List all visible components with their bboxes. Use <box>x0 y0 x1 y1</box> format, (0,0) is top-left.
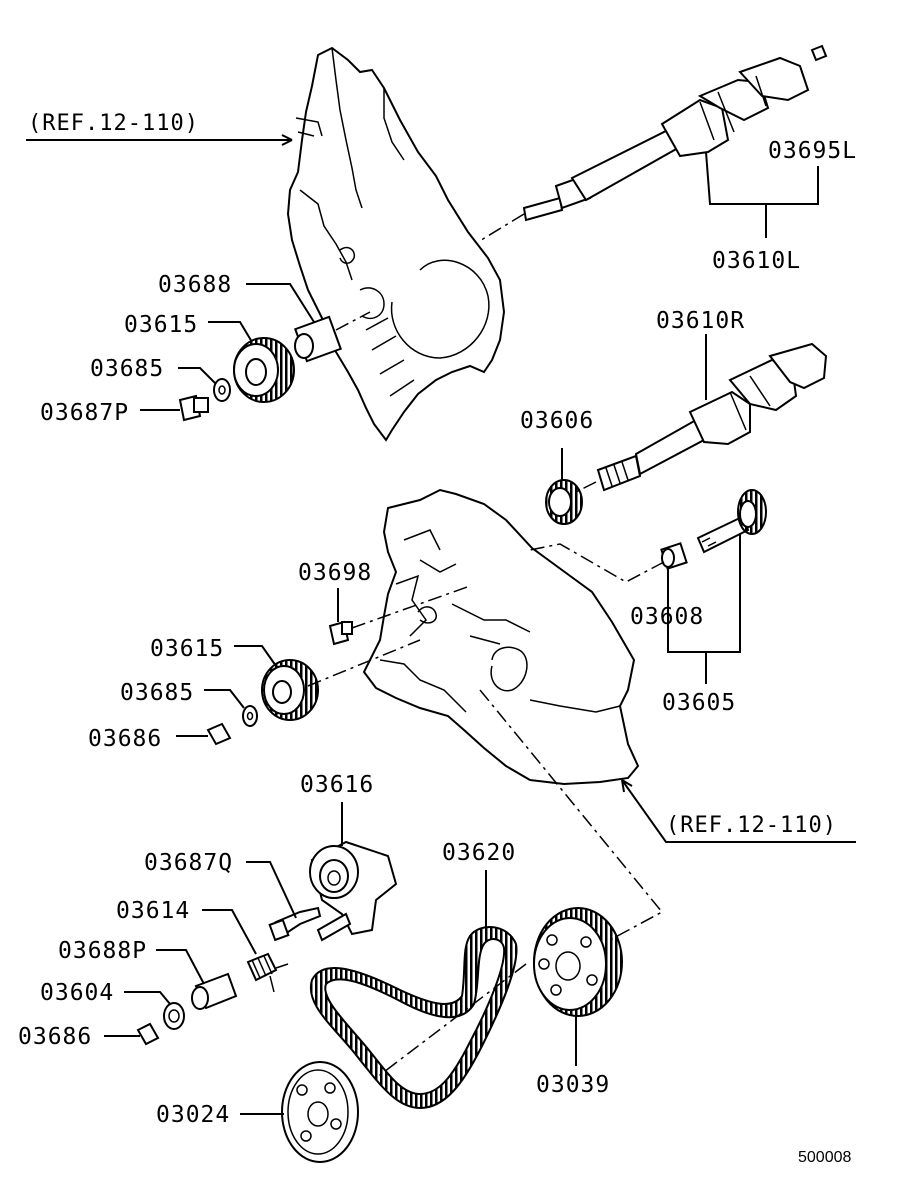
ref-label-lower: (REF.12-110) <box>666 813 837 838</box>
sprocket-03615-mid <box>261 639 421 721</box>
label-03687P: 03687P <box>40 400 129 426</box>
washer-03604: 03604 <box>40 980 185 1030</box>
label-03620: 03620 <box>442 840 516 866</box>
washer-03685-mid <box>242 705 258 727</box>
bushing-03688P: 03688P <box>58 938 238 1010</box>
label-03615-mid: 03615 <box>150 636 224 662</box>
sprocket-03615-top <box>233 337 295 403</box>
upper-reference: (REF.12-110) <box>26 111 293 146</box>
upper-housing <box>286 46 506 442</box>
camshaft-03610L <box>477 44 828 243</box>
label-03616: 03616 <box>300 772 374 798</box>
pulley-03039: 03039 <box>375 907 623 1098</box>
sprocket-assembly-03605 <box>696 489 767 554</box>
label-03024: 03024 <box>156 1102 230 1128</box>
label-03685-mid: 03685 <box>120 680 194 706</box>
bolt-03687Q: 03687Q <box>144 850 322 942</box>
leader-03610L: 03695L 03610L <box>705 138 857 274</box>
label-03606: 03606 <box>520 408 594 434</box>
center-line <box>479 689 664 941</box>
bolt-03687P <box>178 394 209 422</box>
label-03614: 03614 <box>116 898 190 924</box>
timing-belt-03620: 03620 <box>309 840 518 1110</box>
bushing-03688-top <box>293 311 371 363</box>
label-03608: 03608 <box>630 604 704 630</box>
label-03698: 03698 <box>298 560 372 586</box>
label-03686-low: 03686 <box>18 1024 92 1050</box>
spring-03614: 03614 <box>116 898 289 993</box>
label-03610R: 03610R <box>656 308 745 334</box>
bolt-03698: 03698 <box>298 560 471 646</box>
lower-reference: (REF.12-110) <box>621 779 856 843</box>
label-03039: 03039 <box>536 1072 610 1098</box>
leaders-mid-left: 03615 03685 03686 <box>88 636 277 752</box>
label-03687Q: 03687Q <box>144 850 233 876</box>
label-03604: 03604 <box>40 980 114 1006</box>
tensioner-03616: 03616 <box>300 772 398 942</box>
nut-03686-mid <box>206 722 232 746</box>
label-03688-top: 03688 <box>158 272 232 298</box>
ref-label-upper: (REF.12-110) <box>28 111 199 136</box>
diagram-code: 500008 <box>798 1149 851 1166</box>
nut-03686-low: 03686 <box>18 1022 160 1050</box>
washer-03685-top <box>213 378 231 402</box>
camshaft-03610R <box>559 342 828 501</box>
leaders-upper-left: 03688 03615 03685 03687P <box>40 272 315 426</box>
label-03615-top: 03615 <box>124 312 198 338</box>
label-03688P: 03688P <box>58 938 147 964</box>
label-03695L: 03695L <box>768 138 857 164</box>
pulley-03024: 03024 <box>156 1061 359 1163</box>
label-03605: 03605 <box>662 690 736 716</box>
label-03610L: 03610L <box>712 248 801 274</box>
bushing-03608 <box>529 542 688 583</box>
label-03686-mid: 03686 <box>88 726 162 752</box>
middle-housing <box>362 488 640 786</box>
sprocket-03606: 03606 <box>520 408 594 525</box>
leader-03610R: 03610R <box>656 308 745 400</box>
label-03685-top: 03685 <box>90 356 164 382</box>
leaders-03605-03608: 03608 03605 <box>630 534 741 716</box>
